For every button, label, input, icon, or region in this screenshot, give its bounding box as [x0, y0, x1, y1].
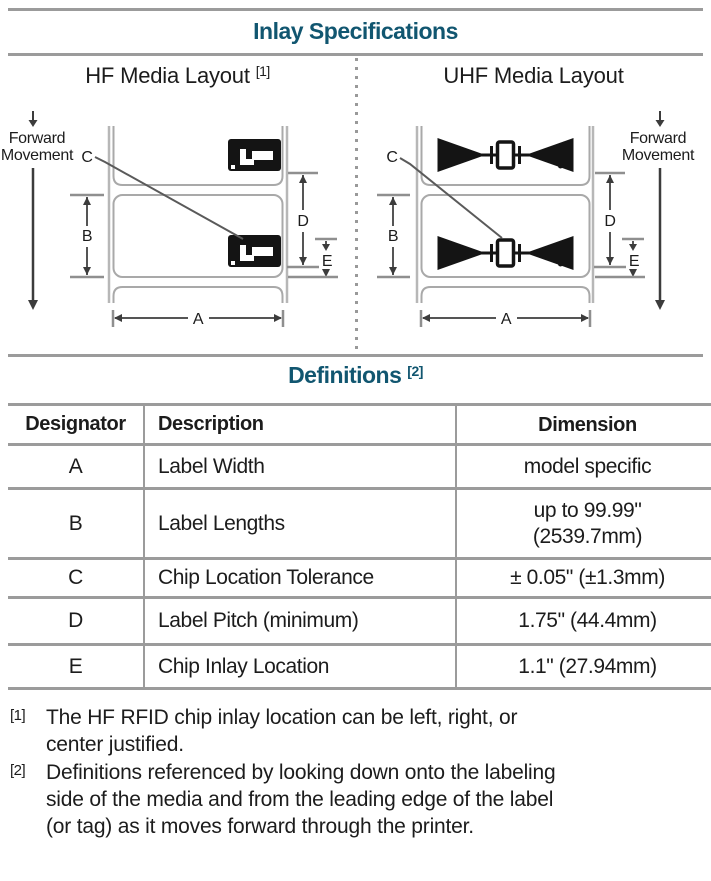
description-cell: Label Lengths — [144, 488, 457, 559]
table-row: E Chip Inlay Location 1.1" (27.94mm) — [8, 644, 711, 689]
uhf-dim-c: C — [386, 149, 503, 239]
hf-dim-a-label: A — [193, 311, 204, 328]
dimension-cell: up to 99.99" (2539.7mm) — [532, 499, 643, 548]
uhf-dim-d-label: D — [604, 213, 615, 230]
top-rule — [8, 8, 703, 11]
uhf-panel-title-text: UHF Media Layout — [443, 63, 624, 88]
dimension-cell: 1.75" (44.4mm) — [518, 609, 657, 633]
hf-panel-title-text: HF Media Layout — [85, 63, 250, 88]
uhf-dim-d: D — [594, 171, 626, 269]
hf-forward-label-line1: Forward — [9, 130, 66, 147]
hf-media-diagram: Forward Movement C B D E — [1, 111, 338, 328]
uhf-media-diagram: C B D E A — [377, 111, 695, 328]
uhf-dim-a: A — [419, 310, 592, 328]
definitions-table: Designator Description Dimension A Label… — [8, 403, 711, 690]
footnote-2-marker: [2] — [10, 762, 26, 779]
hf-dim-c-label: C — [81, 149, 92, 166]
uhf-forward-label-line2: Movement — [622, 147, 695, 164]
hf-label-bottom — [112, 286, 284, 303]
definitions-title-text: Definitions — [288, 362, 402, 388]
hf-footnote-ref: [1] — [255, 63, 271, 79]
hf-dim-d: D — [287, 171, 319, 269]
description-cell: Chip Location Tolerance — [144, 558, 457, 598]
footnote-2: [2] Definitions referenced by looking do… — [10, 759, 704, 840]
table-row: D Label Pitch (minimum) 1.75" (44.4mm) — [8, 597, 711, 645]
hf-label-top — [112, 126, 284, 186]
hf-dim-d-label: D — [297, 213, 308, 230]
uhf-dim-c-label: C — [386, 149, 397, 166]
definitions-title: Definitions [2] — [0, 362, 711, 389]
uhf-forward-label-line1: Forward — [630, 130, 687, 147]
hf-forward-label-line2: Movement — [1, 147, 74, 164]
uhf-inlay-middle — [435, 234, 576, 272]
definitions-footnote-ref: [2] — [407, 363, 423, 379]
uhf-panel-title: UHF Media Layout — [356, 63, 711, 89]
hf-dim-a: A — [111, 310, 285, 328]
designator-cell: C — [8, 558, 145, 598]
uhf-label-bottom — [420, 286, 591, 303]
hf-dim-e-label: E — [322, 253, 332, 270]
uhf-forward-movement-indicator: Forward Movement — [622, 111, 695, 310]
footnote-1: [1] The HF RFID chip inlay location can … — [10, 704, 704, 758]
page-title: Inlay Specifications — [253, 18, 458, 44]
description-cell: Chip Inlay Location — [144, 644, 457, 689]
col-header-designator: Designator — [8, 404, 145, 445]
col-header-description: Description — [144, 404, 457, 445]
hf-dim-e: E — [288, 237, 338, 279]
uhf-dim-a-label: A — [501, 311, 512, 328]
designator-cell: A — [8, 444, 145, 489]
footnote-1-text: The HF RFID chip inlay location can be l… — [46, 706, 518, 756]
footnote-2-text: Definitions referenced by looking down o… — [46, 761, 556, 838]
table-row: B Label Lengths up to 99.99" (2539.7mm) — [8, 488, 711, 559]
hf-panel-title: HF Media Layout [1] — [0, 63, 355, 89]
hf-forward-movement-indicator: Forward Movement — [1, 111, 74, 310]
table-row: A Label Width model specific — [8, 444, 711, 489]
table-row: C Chip Location Tolerance ± 0.05" (±1.3m… — [8, 558, 711, 598]
footnote-1-marker: [1] — [10, 707, 26, 724]
uhf-inlay-top — [435, 136, 576, 174]
uhf-dim-e: E — [595, 237, 645, 279]
uhf-dim-e-label: E — [629, 253, 639, 270]
dimension-cell: model specific — [523, 454, 652, 478]
hf-dim-b: B — [70, 193, 104, 279]
col-header-dimension: Dimension — [538, 413, 637, 436]
table-header-row: Designator Description Dimension — [8, 404, 711, 445]
hf-dim-b-label: B — [82, 228, 92, 245]
uhf-label-middle — [420, 194, 591, 278]
designator-cell: E — [8, 644, 145, 689]
hf-chip-middle — [228, 235, 281, 267]
hf-chip-top — [228, 139, 281, 171]
definitions-top-rule — [8, 354, 703, 357]
description-cell: Label Pitch (minimum) — [144, 597, 457, 645]
uhf-dim-b: B — [377, 193, 410, 279]
dimension-cell: 1.1" (27.94mm) — [518, 654, 657, 678]
uhf-dim-b-label: B — [388, 228, 398, 245]
hf-label-middle — [112, 194, 284, 278]
hf-dim-c: C — [81, 149, 244, 240]
panel-divider-dotted — [355, 58, 358, 354]
designator-cell: B — [8, 488, 145, 559]
description-cell: Label Width — [144, 444, 457, 489]
designator-cell: D — [8, 597, 145, 645]
footnotes: [1] The HF RFID chip inlay location can … — [10, 704, 704, 841]
dimension-cell: ± 0.05" (±1.3mm) — [510, 566, 665, 590]
uhf-label-top — [420, 126, 591, 186]
title-bottom-rule — [8, 53, 703, 56]
